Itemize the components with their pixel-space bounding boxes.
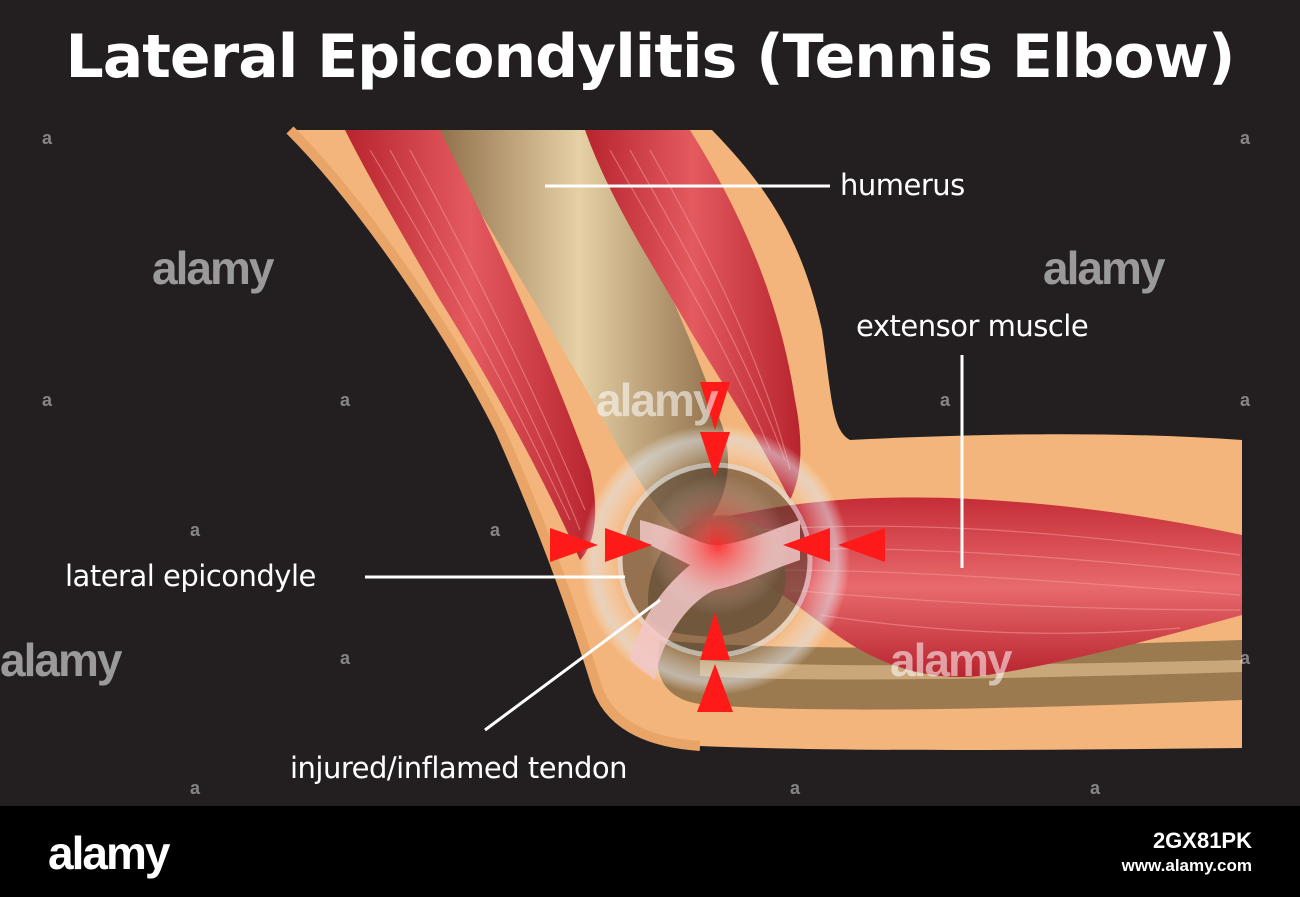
watermark-icon: a (190, 778, 201, 798)
label-extensor-muscle: extensor muscle (856, 309, 1089, 343)
watermark-icon: a (190, 520, 201, 540)
watermark-brand: alamy (596, 374, 718, 426)
skin-outer-edge (286, 126, 701, 751)
pressure-arrows (550, 382, 885, 712)
watermark-icon: a (340, 648, 351, 668)
watermark-icon: a (940, 390, 951, 410)
watermark-brand: alamy (1043, 242, 1165, 294)
label-injured-tendon: injured/inflamed tendon (290, 751, 628, 785)
inflammation-glow (648, 475, 788, 615)
watermark-icon: a (1240, 648, 1251, 668)
label-lateral-epicondyle: lateral epicondyle (65, 559, 316, 593)
watermark-brand: alamy (890, 634, 1012, 686)
biceps-muscle-left (345, 130, 596, 560)
watermark-icon: a (490, 520, 501, 540)
site-url[interactable]: www.alamy.com (1121, 856, 1252, 875)
diagram-title: Lateral Epicondylitis (Tennis Elbow) (65, 22, 1236, 92)
elbow-illustration (286, 126, 1242, 751)
image-id: 2GX81PK (1152, 828, 1252, 853)
label-humerus: humerus (840, 168, 965, 202)
watermark-icon: a (42, 390, 53, 410)
humerus-bone (430, 130, 729, 540)
watermark-brand: alamy (0, 634, 122, 686)
watermark-icon: a (42, 128, 53, 148)
footer-bar: alamy 2GX81PK www.alamy.com (0, 806, 1300, 897)
watermark-icon: a (790, 778, 801, 798)
watermark-icon: a (1240, 128, 1251, 148)
triceps-muscle-right (585, 130, 801, 500)
watermark-icon: a (1090, 778, 1101, 798)
watermark-icon: a (1240, 390, 1251, 410)
watermark-icon: a (340, 390, 351, 410)
diagram-canvas: Lateral Epicondylitis (Tennis Elbow) hum… (0, 22, 1251, 798)
leader-lines (365, 184, 964, 732)
alamy-logo[interactable]: alamy (48, 827, 170, 879)
watermark-brand: alamy (152, 242, 274, 294)
